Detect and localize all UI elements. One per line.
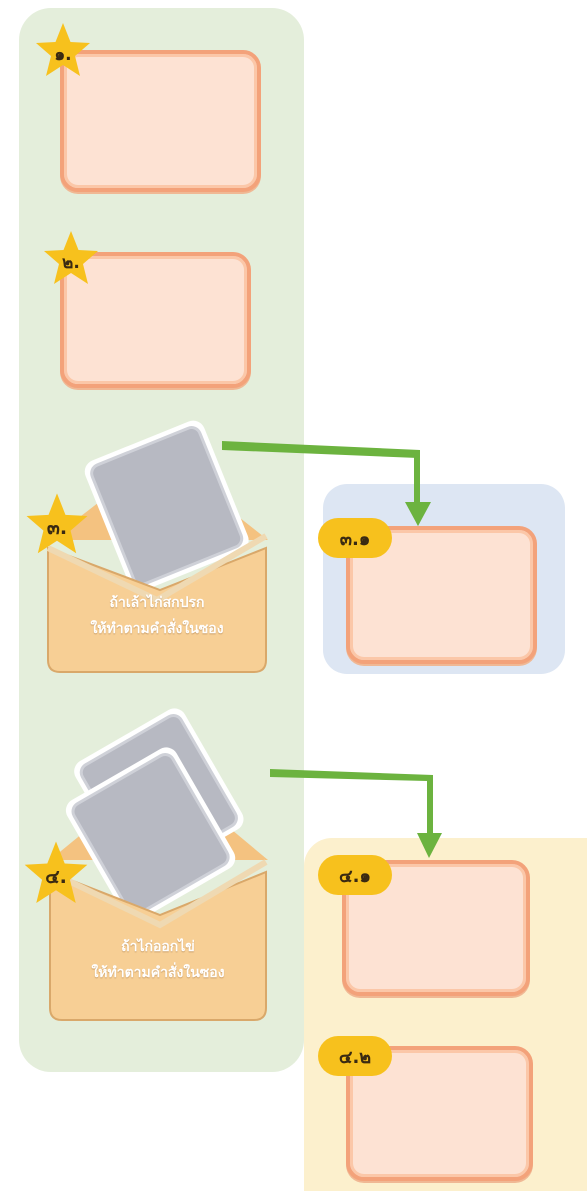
- step-4-star-icon: ๔.: [20, 838, 92, 910]
- arrow-to-4-1: [270, 769, 442, 858]
- star-icon: [26, 493, 88, 554]
- step-1-box[interactable]: [60, 50, 261, 192]
- arrow-to-3-1: [222, 441, 431, 526]
- step-4-caption: ถ้าไก่ออกไข่ ให้ทำตามคำสั่งในซอง: [48, 934, 268, 986]
- star-icon: [36, 23, 90, 76]
- step-4-badge: ๔.: [45, 866, 67, 888]
- step-3-caption: ถ้าเล้าไก่สกปรก ให้ทำตามคำสั่งในซอง: [47, 590, 267, 642]
- envelope-4: [48, 708, 268, 1021]
- step-2-box[interactable]: [60, 252, 251, 388]
- step-3-caption-line-1: ถ้าเล้าไก่สกปรก: [109, 595, 205, 611]
- step-1-star-icon: ๑.: [32, 20, 94, 82]
- step-4-1-badge: ๔.๑: [318, 855, 392, 895]
- step-2-star-icon: ๒.: [40, 228, 102, 290]
- step-3-badge: ๓.: [46, 517, 68, 539]
- envelope-3: [46, 420, 268, 673]
- step-4-caption-line-1: ถ้าไก่ออกไข่: [121, 939, 195, 955]
- step-2-badge: ๒.: [62, 252, 80, 273]
- step-4-caption-line-2: ให้ทำตามคำสั่งในซอง: [91, 965, 225, 981]
- step-3-caption-line-2: ให้ทำตามคำสั่งในซอง: [90, 621, 224, 637]
- step-3-1-badge: ๓.๑: [318, 518, 392, 558]
- star-icon: [24, 841, 88, 904]
- step-4-2-badge: ๔.๒: [318, 1036, 392, 1076]
- star-icon: [44, 231, 98, 284]
- step-1-badge: ๑.: [54, 44, 72, 65]
- step-3-star-icon: ๓.: [22, 490, 92, 560]
